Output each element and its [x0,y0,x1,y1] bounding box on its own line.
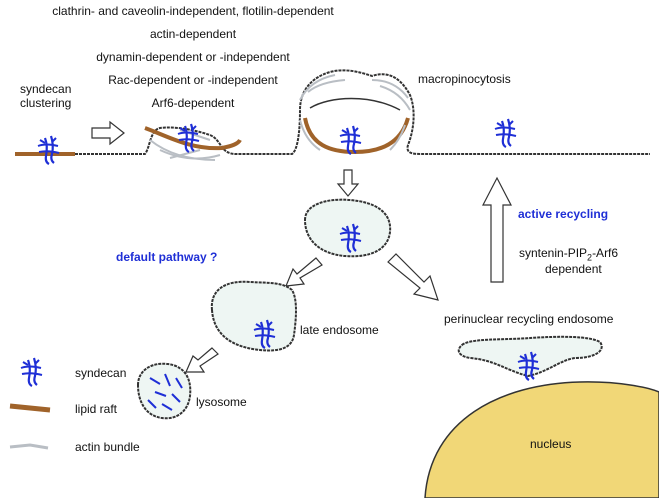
actin-bundle-icon [9,443,49,450]
actin-bundles-2 [299,74,411,151]
arrow-clustering [91,120,125,146]
late-endosome [210,280,297,352]
lipid-raft-curve [144,126,242,151]
nucleus-shape [424,381,659,499]
lysosome [136,362,192,420]
syndecan-cluster-1 [36,134,61,166]
arrow-recycling [482,176,512,283]
default-pathway-label: default pathway ? [116,250,218,264]
lysosome-label: lysosome [196,395,247,409]
legend-syndecan: syndecan [75,366,127,380]
syndecan-icon [19,356,44,388]
condition-line-1: clathrin- and caveolin-independent, flot… [52,4,334,18]
condition-line-4: Rac-dependent or -independent [108,73,278,87]
late-endosome-label: late endosome [300,323,379,337]
arrow-down-1 [336,169,360,197]
condition-line-2: actin-dependent [149,27,237,41]
condition-line-5: Arf6-dependent [151,96,235,110]
syndecan-clustering-label-2: clustering [20,96,72,110]
arrow-to-perinuclear [387,253,439,301]
legend-actin-bundle: actin bundle [75,440,140,454]
degraded-syndecan [147,373,183,411]
arrow-to-late-endosome [285,257,323,287]
condition-line-3: dynamin-dependent or -independent [96,50,290,64]
legend-lipid-raft: lipid raft [75,402,118,416]
perinuclear-label: perinuclear recycling endosome [444,312,614,326]
syndecan-recycled [493,117,518,149]
syntenin-dependent-label: dependent [545,262,602,276]
syndecan-clustering-label-1: syndecan [20,82,72,96]
active-recycling-label: active recycling [518,207,609,221]
lipid-raft-icon [9,403,51,413]
macropinocytosis-label: macropinocytosis [418,72,511,86]
nucleus-label: nucleus [530,437,572,451]
arrow-to-lysosome [185,347,219,373]
syntenin-label: syntenin-PIP2-Arf6 [519,246,619,263]
perinuclear-endosome [457,335,603,378]
